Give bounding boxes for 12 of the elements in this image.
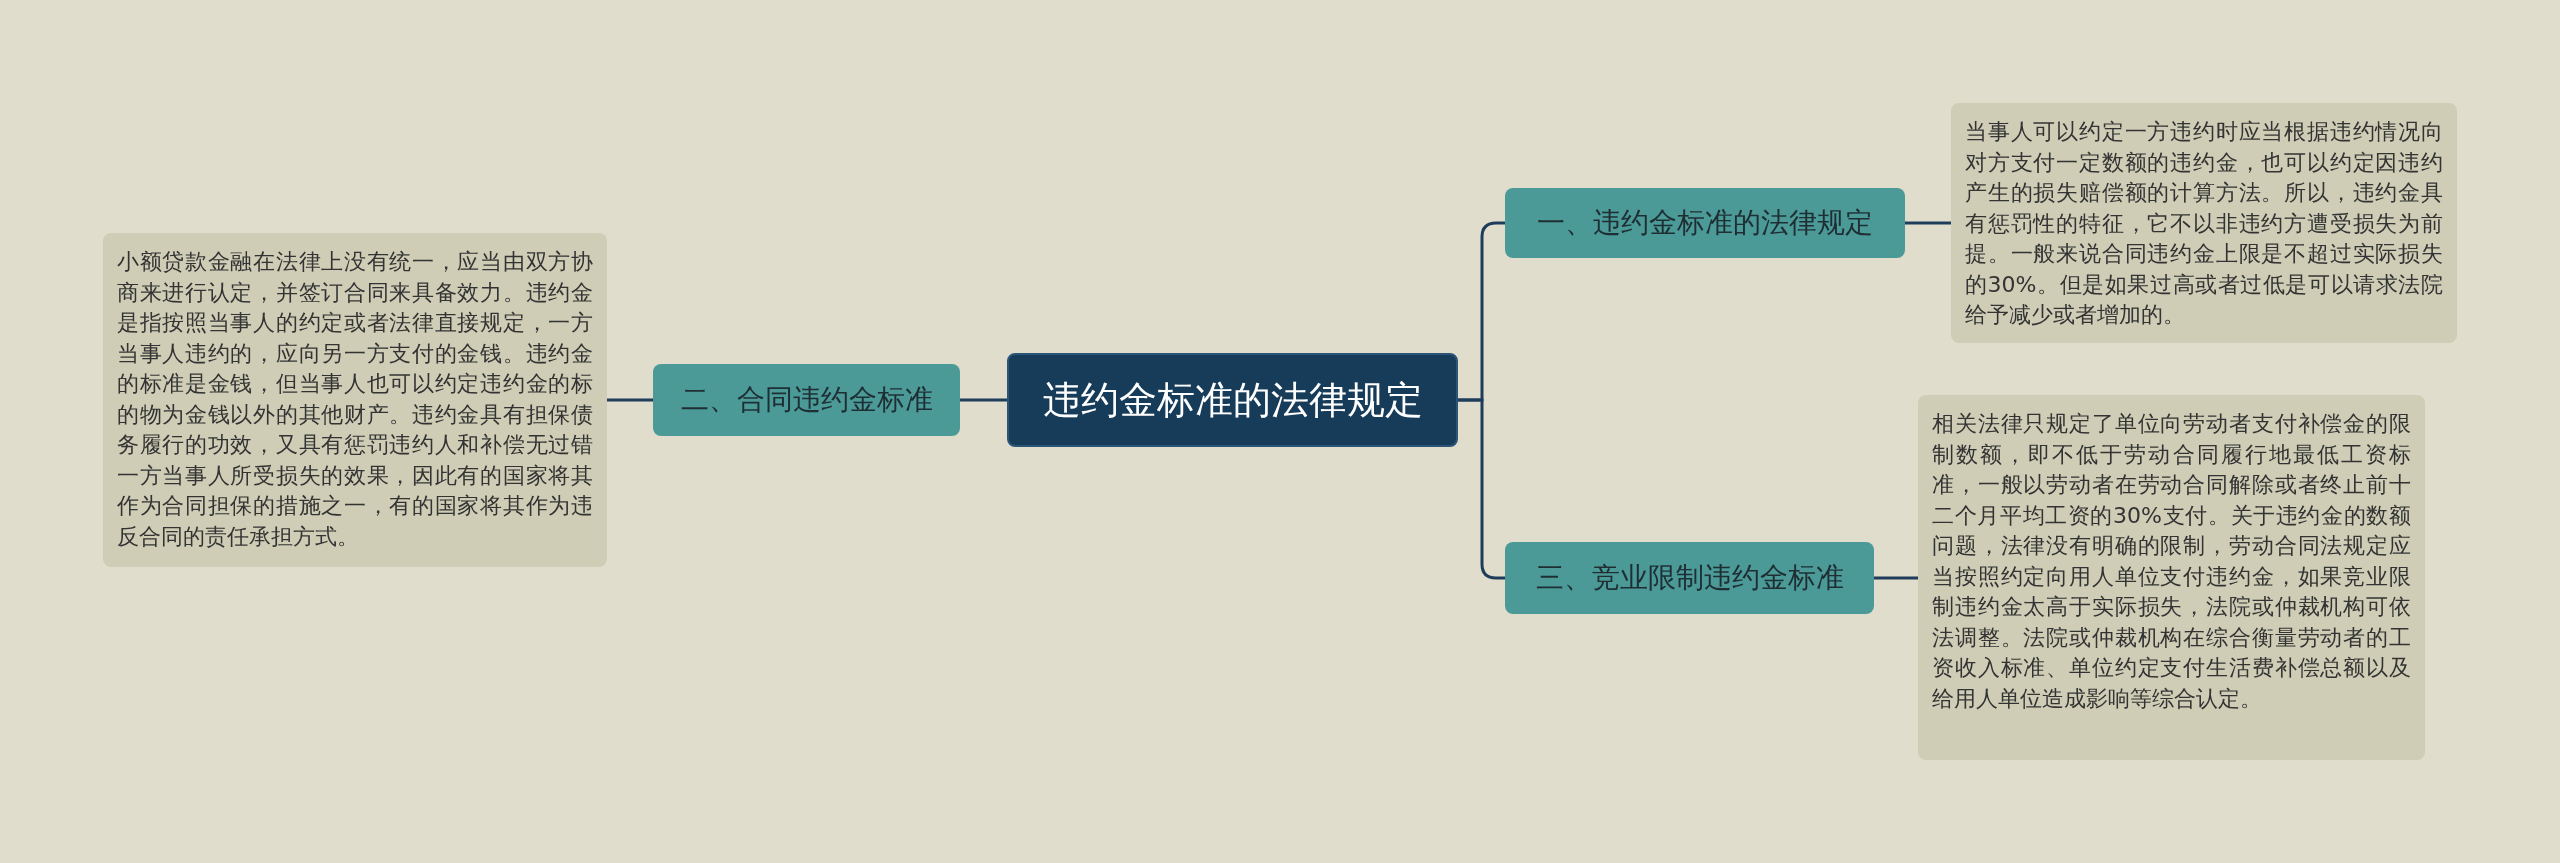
topic-box: 二、合同违约金标准 [653, 364, 960, 436]
topic-box: 三、竞业限制违约金标准 [1505, 542, 1874, 614]
connector-line [1905, 221, 1951, 225]
connector-line [1458, 398, 1505, 580]
text-card: 当事人可以约定一方违约时应当根据违约情况向对方支付一定数额的违约金，也可以约定因违约产生的损失赔偿额的计算方法。所以，违约金具有惩罚性的特征，它不以非违约方遭受损失为前提。一般来说合同违约金上限是不超过实际损失的30%。但是如果过高或者过低是可以请求法院给予减少或者增加的。 [1951, 103, 2457, 343]
root-topic-box: 违约金标准的法律规定 [1007, 353, 1458, 447]
text-card: 小额贷款金融在法律上没有统一，应当由双方协商来进行认定，并签订合同来具备效力。违约金是指按照当事人的约定或者法律直接规定，一方当事人违约的，应向另一方支付的金钱。违约金的标准是金钱，但当事人也可以约定违约金的标的物为金钱以外的其他财产。违约金具有担保债务履行的功效，又具有惩罚违约人和补偿无过错一方当事人所受损失的效果，因此有的国家将其作为合同担保的措施之一，有的国家将其作为违反合同的责任承担方式。 [103, 233, 607, 567]
connector-line [1874, 576, 1918, 580]
connector-line [960, 398, 1007, 402]
connector-line [607, 398, 653, 402]
topic-box: 一、违约金标准的法律规定 [1505, 188, 1905, 258]
text-card: 相关法律只规定了单位向劳动者支付补偿金的限制数额，即不低于劳动合同履行地最低工资标准，一般以劳动者在劳动合同解除或者终止前十二个月平均工资的30%支付。关于违约金的数额问题，法律没有明确的限制，劳动合同法规定应当按照约定向用人单位支付违约金，如果竞业限制违约金太高于实际损失，法院或仲裁机构可依法调整。法院或仲裁机构在综合衡量劳动者的工资收入标准、单位约定支付生活费补偿总额以及给用人单位造成影响等综合认定。 [1918, 395, 2425, 760]
